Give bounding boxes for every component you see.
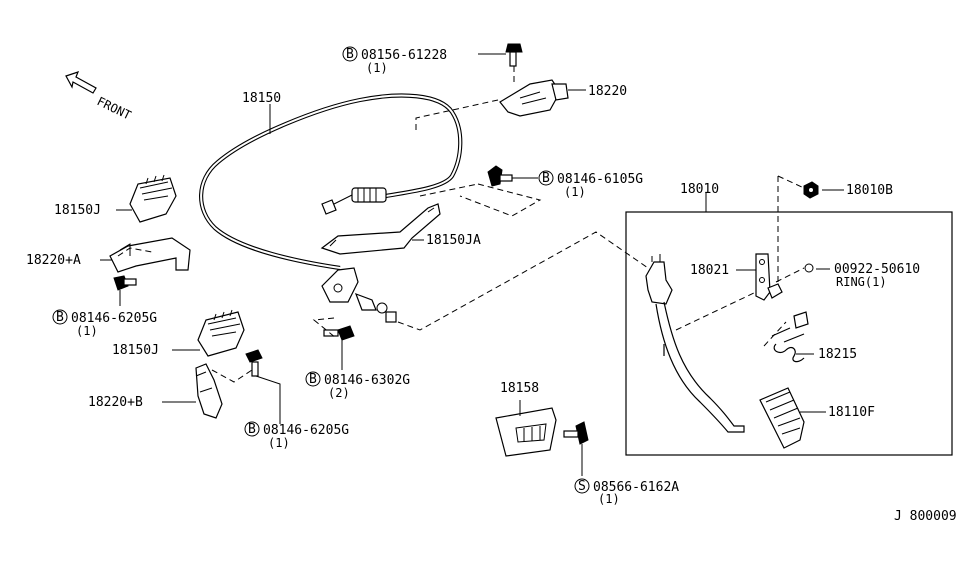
spring-18215[interactable] [771,311,809,363]
part-label-08146-6205g-bottom[interactable]: 08146-6205G [263,423,349,438]
bracket-18220b[interactable] [195,363,223,419]
part-label-18220b[interactable]: 18220+B [88,395,143,410]
accelerator-pedal-arm[interactable] [645,254,745,433]
prefix-b: B [309,372,317,387]
prefix-circle-b [538,170,554,186]
part-label-18150[interactable]: 18150 [242,91,281,106]
nut-18010b[interactable] [803,181,819,199]
prefix-circle-b [342,46,358,62]
part-label-18021[interactable]: 18021 [690,263,729,278]
prefix-circle-s [574,478,590,494]
bolt-08146-6205g-top[interactable] [113,275,137,291]
bracket-18021[interactable] [755,253,783,301]
part-label-18110f[interactable]: 18110F [828,405,875,420]
part-label-18158[interactable]: 18158 [500,381,539,396]
part-label-08146-6302g[interactable]: 08146-6302G [324,373,410,388]
part-label-18215[interactable]: 18215 [818,347,857,362]
leader-lines [100,53,844,476]
part-label-08156-61228[interactable]: 08156-61228 [361,48,447,63]
bracket-18220a[interactable] [109,237,191,273]
part-label-08566-6162a[interactable]: 08566-6162A [593,480,679,495]
qty-08146-6205g-bottom: (1) [268,436,290,450]
bolt-08146-6205g-bottom[interactable] [245,349,263,377]
cable-clamp-18150j-top[interactable] [129,174,177,223]
ring-00922-50610[interactable] [804,263,814,273]
prefix-circle-b [52,309,68,325]
part-label-18220a[interactable]: 18220+A [26,253,81,268]
part-label-08146-6105g[interactable]: 08146-6105G [557,172,643,187]
prefix-b: B [542,171,550,186]
qty-08566-6162a: (1) [598,492,620,506]
prefix-b: B [56,310,64,325]
part-label-18220[interactable]: 18220 [588,84,627,99]
prefix-s: S [578,479,586,494]
ring-note-00922-50610: RING(1) [836,275,887,289]
part-label-18150j-bottom[interactable]: 18150J [112,343,159,358]
bolt-08146-6105g[interactable] [487,165,513,187]
qty-08156-61228: (1) [366,61,388,75]
cable-pivot-bracket[interactable] [321,267,397,323]
cable-clamp-18150j-bottom[interactable] [197,309,245,357]
screw-08566-6162a[interactable] [563,421,589,445]
cover-18158[interactable] [495,407,557,457]
clip-18220[interactable] [499,79,569,117]
part-label-00922-50610[interactable]: 00922-50610 [834,262,920,277]
bolt-08156-61228[interactable] [505,43,523,67]
part-label-18010[interactable]: 18010 [680,182,719,197]
qty-08146-6105g: (1) [564,185,586,199]
part-label-18150j-top[interactable]: 18150J [54,203,101,218]
prefix-b: B [346,47,354,62]
front-arrow-icon [65,71,97,94]
cable-bracket-18150ja[interactable] [320,203,441,255]
dashed-reference-lines [117,66,805,383]
accelerator-cable[interactable] [199,93,463,271]
prefix-b: B [248,422,256,437]
front-label: FRONT [95,94,134,122]
prefix-circle-b [244,421,260,437]
part-label-08146-6205g-top[interactable]: 08146-6205G [71,311,157,326]
pedal-pad-18110f[interactable] [759,387,805,449]
qty-08146-6205g-top: (1) [76,324,98,338]
prefix-circle-b [305,371,321,387]
qty-08146-6302g: (2) [328,386,350,400]
bolt-08146-6302g[interactable] [323,325,355,341]
pedal-assembly-box [625,211,953,456]
part-label-18150ja[interactable]: 18150JA [426,233,481,248]
catalog-code: J 800009 [894,509,957,524]
part-label-18010b[interactable]: 18010B [846,183,893,198]
